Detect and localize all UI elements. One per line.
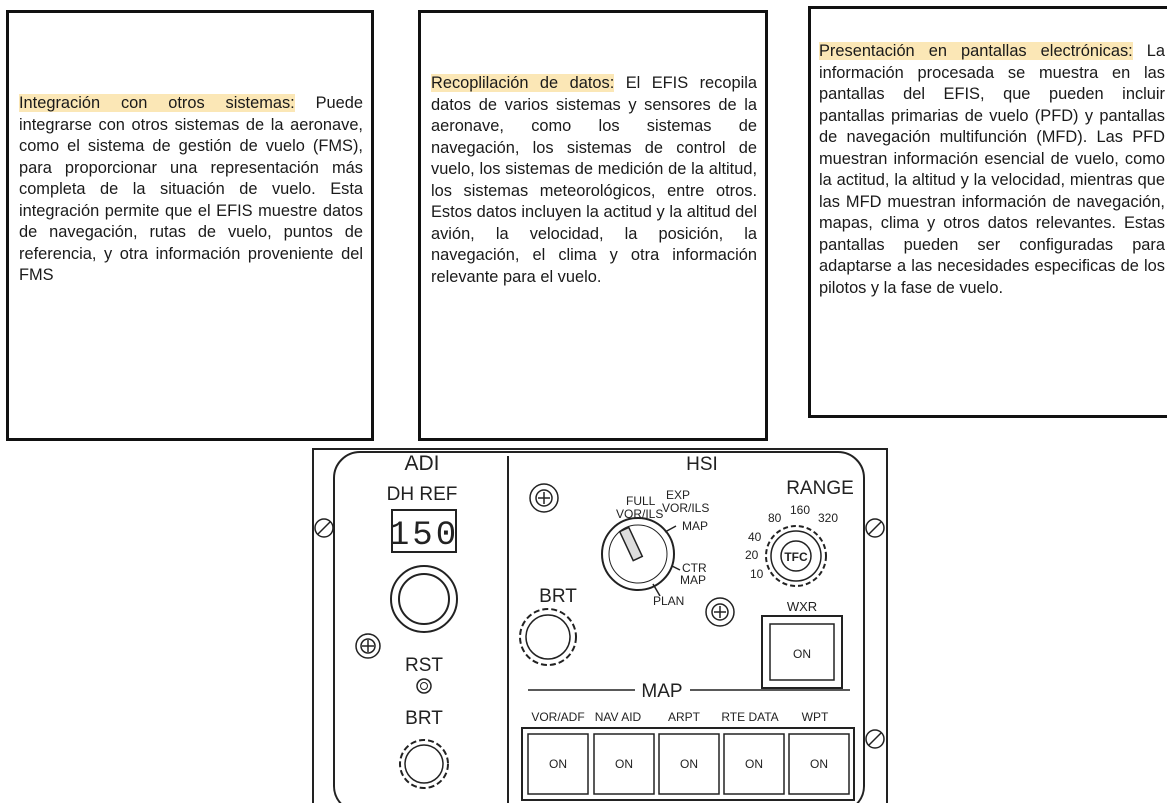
map-button-nav-aid-on: ON [615,757,633,771]
mode-full-label: FULL [626,494,656,508]
mode-vorils-label: VOR/ILS [616,507,663,521]
efis-control-panel-drawing: ADI DH REF 150 RST BRT HSI FULL VOR/ILS … [312,448,888,803]
mode-map-label: MAP [682,519,708,533]
paragraph-recopilacion: Recoplilación de datos: El EFIS recopila… [431,73,757,288]
brt-left-label: BRT [405,708,443,729]
highlight-recopilacion: Recoplilación de datos: [431,74,615,92]
text-integracion: Puede integrarse con otros sistemas de l… [19,94,363,284]
map-label: MAP [641,681,682,702]
text-recopilacion: El EFIS recopila datos de varios sistema… [431,74,757,286]
map-btn-label-rte-data: RTE DATA [721,710,778,724]
hsi-lower-screw-icon [705,597,735,627]
map-button-nav-aid[interactable] [593,733,655,795]
rst-label: RST [405,655,443,676]
screw-icon [865,729,885,749]
dh-display-value: 150 [389,517,459,555]
wxr-on-label: ON [793,647,811,661]
mode-ctr-map-label: MAP [680,573,706,587]
map-button-vor-adf-on: ON [549,757,567,771]
hsi-screw-icon [529,483,559,513]
mode-selector-knob[interactable] [601,517,681,597]
mode-ctr-label: CTR [682,561,707,575]
info-box-recopilacion: Recoplilación de datos: El EFIS recopila… [418,10,768,441]
info-box-integracion: Integración con otros sistemas: Puede in… [6,10,374,441]
wxr-button[interactable] [761,615,843,689]
map-button-rte-data-on: ON [745,757,763,771]
range-value-10: 10 [750,567,764,581]
mode-exp-label: EXP [666,488,690,502]
brt-right-label: BRT [539,586,577,607]
map-button-wpt[interactable] [788,733,850,795]
range-value-40: 40 [748,530,762,544]
range-value-160: 160 [790,503,810,517]
map-btn-label-nav-aid: NAV AID [595,710,642,724]
range-value-80: 80 [768,511,782,525]
rst-button[interactable] [416,678,432,694]
map-button-arpt[interactable] [658,733,720,795]
range-value-320: 320 [818,511,838,525]
highlight-presentacion: Presentación en pantallas electrónicas: [819,42,1133,60]
brt-right-knob[interactable] [519,608,577,666]
map-button-vor-adf[interactable] [527,733,589,795]
mode-exp-vorils-label: VOR/ILS [662,501,709,515]
map-btn-label-wpt: WPT [802,710,829,724]
mode-plan-label: PLAN [653,594,684,608]
info-box-presentacion: Presentación en pantallas electrónicas: … [808,6,1167,418]
map-button-wpt-on: ON [810,757,828,771]
map-btn-label-arpt: ARPT [668,710,701,724]
brt-left-knob[interactable] [399,739,449,789]
efis-control-panel-figure: ADI DH REF 150 RST BRT HSI FULL VOR/ILS … [310,446,890,803]
range-label: RANGE [786,478,854,499]
map-button-arpt-on: ON [680,757,698,771]
screw-icon [314,518,334,538]
text-presentacion: La información procesada se muestra en l… [819,42,1165,297]
range-value-20: 20 [745,548,759,562]
map-button-rte-data[interactable] [723,733,785,795]
paragraph-integracion: Integración con otros sistemas: Puede in… [19,93,363,287]
range-knob[interactable] [765,525,827,587]
map-btn-label-vor-adf: VOR/ADF [531,710,584,724]
adi-label: ADI [404,452,439,475]
adi-screw-icon [355,633,381,659]
wxr-label: WXR [787,599,817,614]
dh-ref-label: DH REF [387,484,458,505]
dh-display [391,509,457,553]
hsi-label: HSI [686,454,718,475]
highlight-integracion: Integración con otros sistemas: [19,94,295,112]
paragraph-presentacion: Presentación en pantallas electrónicas: … [819,41,1167,299]
screw-icon [865,518,885,538]
tfc-label[interactable]: TFC [784,550,808,564]
dh-knob[interactable] [390,565,458,633]
panel-inner-frame [333,451,865,803]
